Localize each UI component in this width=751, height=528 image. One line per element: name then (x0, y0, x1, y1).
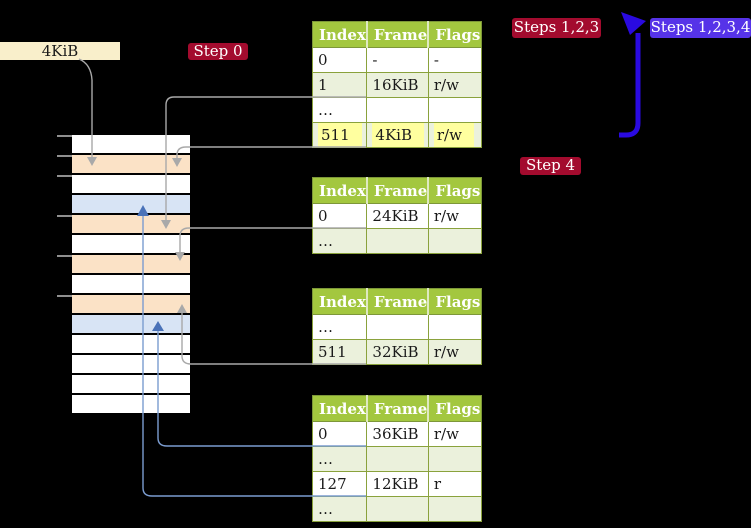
cell-frame (366, 314, 429, 340)
step4-badge: Step 4 (520, 157, 581, 175)
memory-row (72, 215, 190, 235)
cell-frame: - (366, 47, 429, 73)
page-table-1: Index Frame Flags 0 - - 1 16KiB r/w … 51… (311, 21, 482, 148)
cell-flags: r (427, 471, 482, 497)
col-header-frame: Frame (365, 288, 429, 315)
cell-frame: 16KiB (366, 72, 429, 98)
table-header-row: Index Frame Flags (311, 395, 482, 422)
col-header-frame: Frame (365, 21, 429, 48)
cell-frame: 36KiB (366, 421, 429, 447)
cell-index: … (311, 228, 368, 254)
memory-row (72, 135, 190, 155)
table-row: 511 32KiB r/w (311, 339, 482, 365)
table-header-row: Index Frame Flags (311, 288, 482, 315)
table-row: 0 36KiB r/w (311, 421, 482, 447)
highlight: r/w (433, 123, 474, 147)
memory-row (72, 235, 190, 255)
steps1234-badge: Steps 1,2,3,4 (650, 18, 751, 38)
memory-row (72, 335, 190, 355)
cell-index: … (311, 97, 368, 123)
memory-row (72, 315, 190, 335)
memory-row (72, 355, 190, 375)
table-row: … (311, 446, 482, 472)
cell-flags: r/w (427, 203, 482, 229)
cell-flags (427, 228, 482, 254)
memory-tick (57, 295, 72, 297)
cell-index: 511 (311, 339, 368, 365)
cell-index: 1 (311, 72, 368, 98)
col-header-index: Index (311, 21, 368, 48)
page-table-3: Index Frame Flags … 511 32KiB r/w (311, 288, 482, 365)
cell-flags (427, 97, 482, 123)
col-header-index: Index (311, 177, 368, 204)
memory-row (72, 295, 190, 315)
cell-frame (366, 496, 429, 522)
memory-tick (57, 255, 72, 257)
frame-size-label: 4KiB (0, 42, 120, 60)
memory-row (72, 175, 190, 195)
memory-tick (57, 215, 72, 217)
table-header-row: Index Frame Flags (311, 21, 482, 48)
memory-row (72, 375, 190, 395)
memory-row (72, 195, 190, 215)
step0-badge: Step 0 (188, 43, 248, 60)
cell-index: … (311, 314, 368, 340)
cell-flags: - (427, 47, 482, 73)
table-row: … (311, 314, 482, 340)
cell-index: … (311, 446, 368, 472)
connector-table1-row511 (172, 146, 366, 167)
cell-flags (427, 314, 482, 340)
cell-index: 0 (311, 203, 368, 229)
cell-frame (366, 446, 429, 472)
col-header-flags: Flags (427, 177, 482, 204)
cell-flags: r/w (427, 72, 482, 98)
col-header-flags: Flags (427, 395, 482, 422)
steps123-badge: Steps 1,2,3 (512, 18, 601, 38)
highlight: 511 (318, 123, 362, 147)
cell-index: 0 (311, 421, 368, 447)
cell-frame: 32KiB (366, 339, 429, 365)
memory-tick (57, 135, 72, 137)
cell-frame: 12KiB (366, 471, 429, 497)
col-header-flags: Flags (427, 288, 482, 315)
table-row: 0 24KiB r/w (311, 203, 482, 229)
cell-flags: r/w (427, 339, 482, 365)
cell-flags: r/w (427, 122, 482, 148)
physical-memory-strip (72, 135, 190, 415)
table-row: … (311, 496, 482, 522)
page-table-2: Index Frame Flags 0 24KiB r/w … (311, 177, 482, 254)
table-row: 1 16KiB r/w (311, 72, 482, 98)
memory-tick (57, 175, 72, 177)
cell-index: 127 (311, 471, 368, 497)
memory-row (72, 395, 190, 415)
table-row: 127 12KiB r (311, 471, 482, 497)
memory-row (72, 255, 190, 275)
memory-row (72, 275, 190, 295)
col-header-index: Index (311, 288, 368, 315)
cell-flags (427, 446, 482, 472)
cell-index: 0 (311, 47, 368, 73)
cell-frame (366, 228, 429, 254)
col-header-flags: Flags (427, 21, 482, 48)
table-header-row: Index Frame Flags (311, 177, 482, 204)
memory-row (72, 155, 190, 175)
cell-flags (427, 496, 482, 522)
table-row: … (311, 228, 482, 254)
cell-index: 511 (311, 122, 368, 148)
highlight: 4KiB (372, 123, 424, 147)
memory-tick (57, 155, 72, 157)
cell-frame: 4KiB (366, 122, 429, 148)
table-row-highlighted: 511 4KiB r/w (311, 122, 482, 148)
cell-index: … (311, 496, 368, 522)
table-row: … (311, 97, 482, 123)
cell-frame: 24KiB (366, 203, 429, 229)
col-header-frame: Frame (365, 177, 429, 204)
table-row: 0 - - (311, 47, 482, 73)
col-header-index: Index (311, 395, 368, 422)
page-table-4: Index Frame Flags 0 36KiB r/w … 127 12Ki… (311, 395, 482, 522)
cell-frame (366, 97, 429, 123)
cell-flags: r/w (427, 421, 482, 447)
col-header-frame: Frame (365, 395, 429, 422)
steps-loop-arrow (619, 12, 646, 138)
